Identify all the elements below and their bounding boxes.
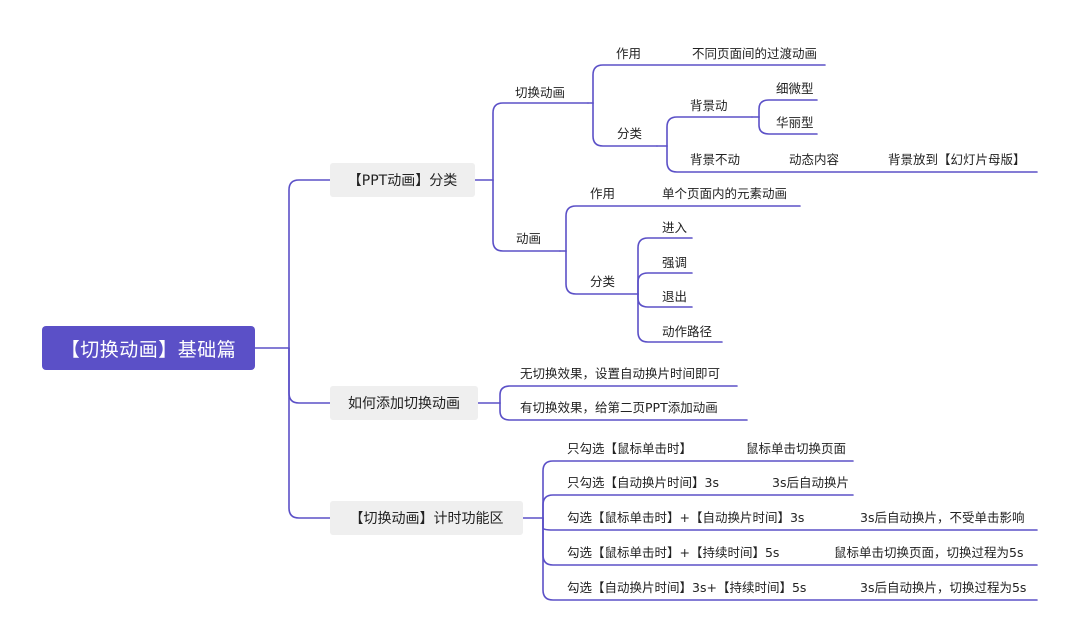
- node-anim-role-value[interactable]: 单个页面内的元素动画: [662, 186, 788, 201]
- node-switch-class-label[interactable]: 分类: [617, 126, 643, 141]
- node-switch-role-label[interactable]: 作用: [616, 46, 642, 61]
- node-bg-static[interactable]: 背景不动: [690, 152, 741, 167]
- node-with-transition[interactable]: 有切换效果，给第二页PPT添加动画: [520, 400, 718, 415]
- node-dynamic-content[interactable]: 动态内容: [789, 152, 840, 167]
- node-switch-anim[interactable]: 切换动画: [515, 85, 566, 100]
- timing-setting-2[interactable]: 只勾选【自动换片时间】3s: [567, 475, 719, 490]
- node-bg-anim[interactable]: 背景动: [690, 98, 728, 113]
- node-no-transition[interactable]: 无切换效果，设置自动换片时间即可: [520, 366, 721, 381]
- node-fancy-type[interactable]: 华丽型: [776, 115, 814, 130]
- timing-setting-5[interactable]: 勾选【自动换片时间】3s+【持续时间】5s: [567, 580, 807, 595]
- node-subtle-type[interactable]: 细微型: [776, 81, 814, 96]
- timing-result-5[interactable]: 3s后自动换片，切换过程为5s: [860, 580, 1027, 595]
- node-anim-motion-path[interactable]: 动作路径: [662, 324, 713, 339]
- node-switch-role-value[interactable]: 不同页面间的过渡动画: [692, 46, 818, 61]
- node-master-tip[interactable]: 背景放到【幻灯片母版】: [888, 152, 1026, 167]
- root-topic[interactable]: 【切换动画】基础篇: [42, 326, 255, 370]
- node-anim-class-label[interactable]: 分类: [590, 274, 616, 289]
- node-anim-emphasis[interactable]: 强调: [662, 255, 688, 270]
- timing-result-3[interactable]: 3s后自动换片，不受单击影响: [860, 510, 1025, 525]
- node-anim[interactable]: 动画: [516, 231, 542, 246]
- node-anim-enter[interactable]: 进入: [662, 220, 688, 235]
- topic-timing-area[interactable]: 【切换动画】计时功能区: [330, 501, 523, 535]
- node-anim-exit[interactable]: 退出: [662, 289, 688, 304]
- timing-result-2[interactable]: 3s后自动换片: [772, 475, 849, 490]
- timing-result-4[interactable]: 鼠标单击切换页面，切换过程为5s: [834, 545, 1024, 560]
- timing-result-1[interactable]: 鼠标单击切换页面: [746, 441, 847, 456]
- timing-setting-1[interactable]: 只勾选【鼠标单击时】: [567, 441, 693, 456]
- timing-setting-4[interactable]: 勾选【鼠标单击时】+【持续时间】5s: [567, 545, 780, 560]
- topic-how-to-add[interactable]: 如何添加切换动画: [330, 386, 478, 420]
- node-anim-role-label[interactable]: 作用: [590, 186, 616, 201]
- topic-ppt-anim-class[interactable]: 【PPT动画】分类: [330, 163, 475, 197]
- timing-setting-3[interactable]: 勾选【鼠标单击时】+【自动换片时间】3s: [567, 510, 805, 525]
